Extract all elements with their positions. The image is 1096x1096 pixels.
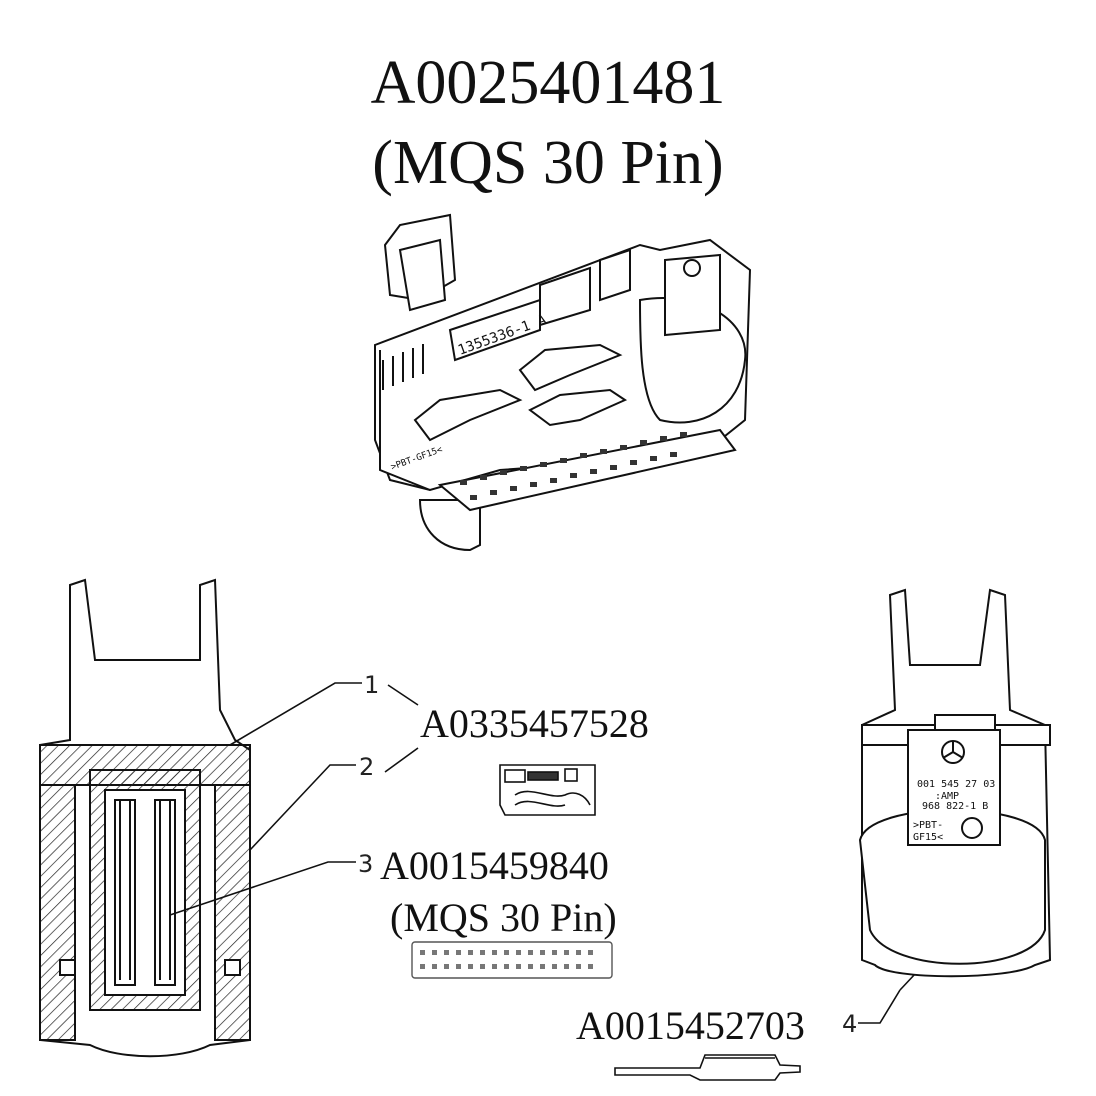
part-label-contact-carrier: A0015459840 bbox=[380, 843, 609, 888]
callout-number-3: 3 bbox=[358, 850, 374, 878]
main-connector-isometric bbox=[374, 213, 752, 552]
part-number-title: A0025401481 bbox=[370, 49, 726, 117]
svg-text:001 545 27 03: 001 545 27 03 bbox=[917, 779, 995, 790]
cover-part-image bbox=[499, 764, 596, 816]
part-label-contact-carrier-note: (MQS 30 Pin) bbox=[390, 895, 617, 940]
latch-part-image bbox=[614, 1054, 801, 1081]
front-view bbox=[858, 588, 1052, 978]
svg-text:GF15<: GF15< bbox=[913, 832, 943, 843]
callout-number-1: 1 bbox=[364, 671, 380, 699]
svg-text:968 822-1 B: 968 822-1 B bbox=[922, 801, 988, 812]
label-plate-text: 001 545 27 03 :AMP 968 822-1 B >PBT- GF1… bbox=[913, 779, 995, 843]
contact-carrier-image bbox=[411, 941, 613, 979]
part-label-cover: A0335457528 bbox=[420, 701, 649, 746]
callout-number-2: 2 bbox=[359, 753, 375, 781]
part-subtitle: (MQS 30 Pin) bbox=[372, 129, 724, 197]
svg-text:>PBT-: >PBT- bbox=[913, 820, 943, 831]
callout-number-4: 4 bbox=[842, 1010, 858, 1038]
part-label-latch: A0015452703 bbox=[576, 1003, 805, 1048]
cross-section-view bbox=[39, 578, 251, 1058]
svg-text::AMP: :AMP bbox=[935, 791, 959, 802]
